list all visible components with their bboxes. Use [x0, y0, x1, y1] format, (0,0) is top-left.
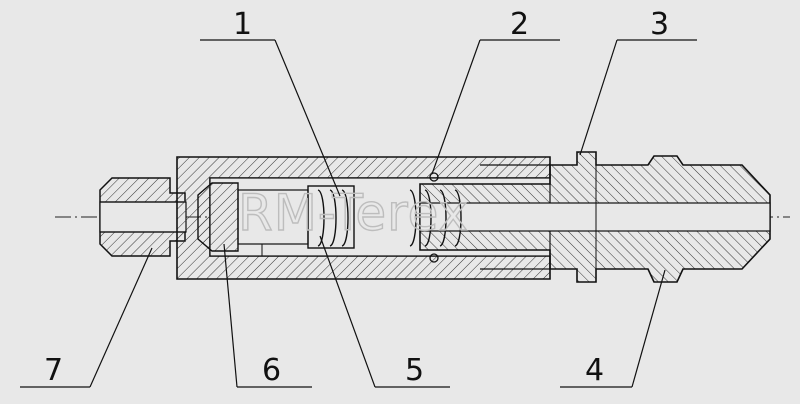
- callout-6: 6: [262, 353, 281, 388]
- callout-7: 7: [44, 353, 63, 388]
- callout-4: 4: [585, 353, 604, 388]
- right-fitting: [419, 151, 771, 283]
- valve-poppet: [197, 182, 309, 256]
- left-fitting: [99, 177, 187, 257]
- callout-2: 2: [510, 7, 529, 42]
- callout-5: 5: [405, 353, 424, 388]
- o-ring: [429, 172, 439, 263]
- callout-1: 1: [233, 7, 252, 42]
- callout-3: 3: [650, 7, 669, 42]
- watermark: RM-Terex: [238, 184, 469, 242]
- spring: [307, 185, 462, 249]
- leader-lines: [20, 39, 697, 388]
